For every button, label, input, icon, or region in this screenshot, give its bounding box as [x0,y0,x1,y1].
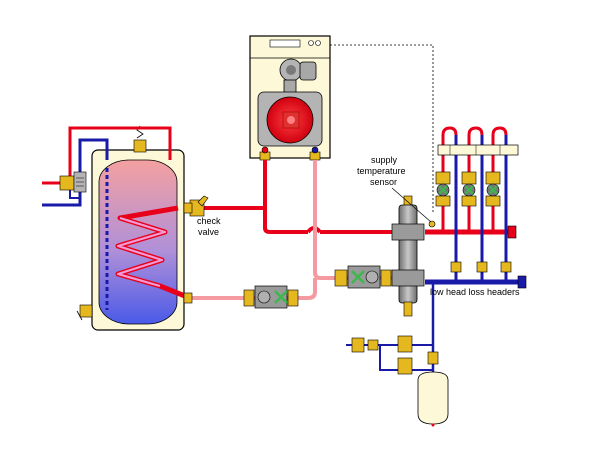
expansion-tank [417,351,449,427]
boiler [249,35,331,159]
hydraulic-separator [391,195,425,317]
sensor-label-line1: supply [371,155,398,165]
boiler-return-pipe [313,160,400,280]
check-valve-label-line2: valve [198,227,219,237]
zone-circulator-2 [461,171,477,207]
makeup-water-assembly [346,335,413,375]
indirect-water-heater [91,149,191,331]
drain-valve [79,304,93,318]
sensor-label-line2: temperature [357,166,406,176]
headers-label: low head loss headers [430,287,520,297]
zone-circulator-1 [435,171,451,207]
supply-temperature-sensor [428,220,436,228]
check-valve-label-line1: check [197,216,221,226]
burner-icon [279,58,317,97]
boiler-display [269,39,301,48]
distribution-circuits [441,126,508,282]
sensor-label-line3: sensor [370,177,397,187]
zone-circulator-3 [485,171,501,207]
system-circulator [334,265,392,289]
mixing-valve [59,171,87,193]
sensor-leader-line [391,187,432,223]
relief-valve [133,125,147,153]
tank-circulator [243,285,299,309]
dhw-piping [42,126,172,207]
